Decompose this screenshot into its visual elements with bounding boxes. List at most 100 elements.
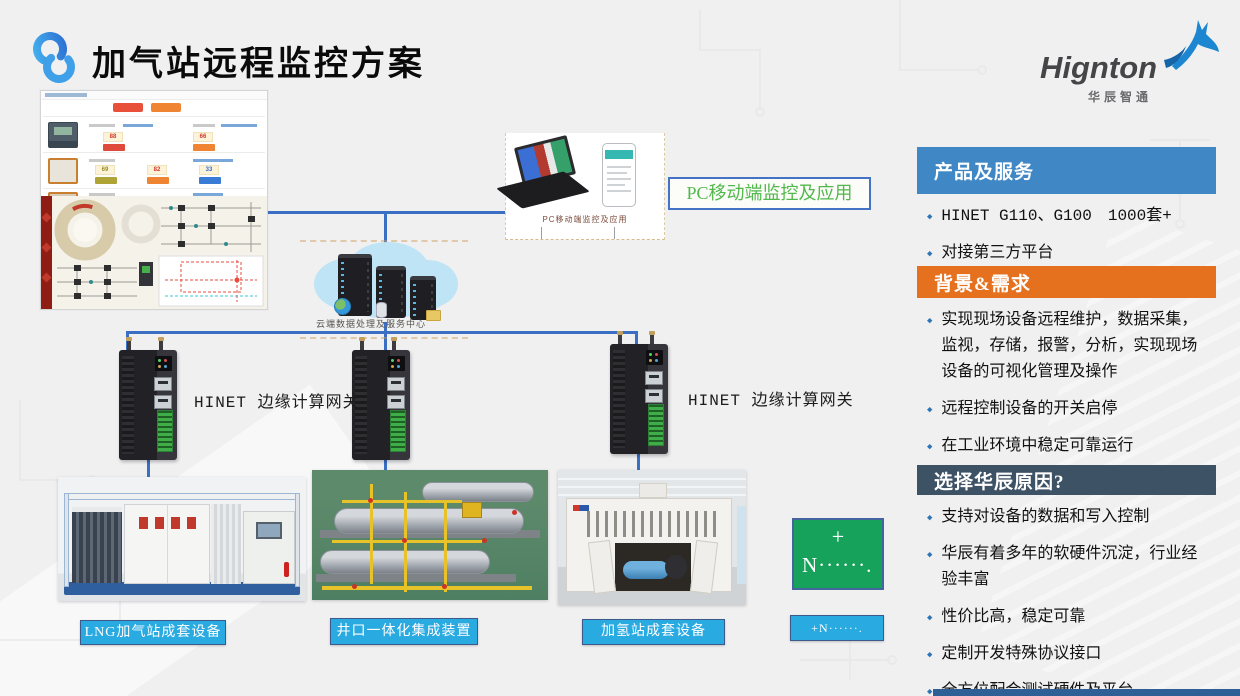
device-thumbnail [48,122,78,148]
line-cloud-to-bus [384,322,387,334]
plus-n-box: + N······. [792,518,884,590]
terminal-block [648,404,664,446]
plus-sign: + [831,524,845,549]
bullet-item: ◆ 华辰有着多年的软硬件沉淀，行业经验丰富 [927,542,1212,594]
device-thumbnail [48,158,78,184]
diamond-bullet-icon: ◆ [927,316,933,326]
diamond-bullet-icon: ◆ [927,212,933,222]
company-logo-icon [33,32,75,83]
line-dashboard-to-pc [268,211,508,214]
diamond-bullet-icon: ◆ [927,612,933,623]
cloud-caption: 云端数据处理及服务中心 [316,319,427,329]
bullet-item: ◆ 支持对设备的数据和写入控制 [927,505,1212,531]
cloud-datacenter: 云端数据处理及服务中心 [312,240,460,329]
section-products: 产品及服务 ◆ HINET G110、G100 1000套+ ◆ 对接第三方平台 [917,147,1216,278]
phone-icon [602,143,636,207]
equipment-logo [573,505,589,511]
terminal-block [157,410,173,452]
scada-screen [41,196,267,309]
diamond-bullet-icon: ◆ [927,513,933,523]
section-title: 选择华辰原因? [934,471,1065,493]
screenshot-dashed-artifact-bottom [300,337,468,339]
database-icon [376,302,387,318]
bullet-text: 华辰有着多年的软硬件沉淀，行业经验丰富 [941,544,1198,589]
brand-name: Hignton [1040,50,1158,85]
line-bus-to-gateway2 [384,331,387,353]
status-badge: 33 [199,165,219,175]
line-gateway3-to-photo [637,452,640,471]
terminal-block [390,410,406,452]
section-header-products: 产品及服务 [917,147,1216,194]
control-box [462,502,482,518]
line-gateway-bus [126,331,638,334]
equipment-label-wellhead: 井口一体化集成装置 [330,618,478,645]
bullet-text: 支持对设备的数据和写入控制 [941,508,1150,526]
diamond-bullet-icon: ◆ [927,248,933,259]
bullet-text: 性价比高，稳定可靠 [941,607,1086,626]
section-title: 产品及服务 [934,162,1035,183]
brand-subtitle: 华辰智通 [1088,90,1153,104]
compressor [623,561,669,579]
bullet-text: HINET G110、G100 1000套+ [941,207,1172,225]
diamond-bullet-icon: ◆ [927,404,933,415]
wellhead-skid-photo [312,470,548,600]
gateway-device-2 [352,337,410,460]
diamond-bullet-icon: ◆ [927,649,933,660]
section-title: 背景&需求 [934,273,1031,295]
bullet-text: 远程控制设备的开关启停 [941,399,1118,418]
bullet-item: ◆ 实现现场设备远程维护，数据采集，监视，存储，报警，分析，实现现场设备的可视化… [927,308,1212,386]
line-gateway2-to-photo [384,458,387,471]
bullet-item: ◆ 远程控制设备的开关启停 [927,397,1212,423]
equipment-label-lng: LNG加气站成套设备 [80,620,226,645]
hydrogen-station-photo [558,470,746,605]
antelope-icon [1164,20,1219,70]
status-badge: 82 [147,165,167,175]
bullet-text: 对接第三方平台 [941,243,1054,262]
screenshot-dashed-artifact-top [300,240,468,242]
bullet-text: 实现现场设备远程维护，数据采集，监视，存储，报警，分析，实现现场设备的可视化管理… [941,311,1198,381]
dashboard-titlebar [41,91,267,100]
lng-station-photo [58,477,306,601]
device-row: 69 82 33 [43,152,265,188]
diamond-bullet-icon: ◆ [927,441,933,452]
line-gateway1-to-photo [147,458,150,478]
diamond-bullet-icon: ◆ [927,686,933,696]
section-header-background: 背景&需求 [917,266,1216,298]
bullet-item: ◆ 对接第三方平台 [927,241,1212,267]
laptop-base [496,171,590,209]
server-tower [338,254,372,316]
equipment-label-plus-n: +N······. [790,615,884,641]
gateway-label-right: HINET 边缘计算网关 [688,392,854,410]
page-title: 加气站远程监控方案 [92,46,425,83]
n-ellipsis: N······. [802,553,873,577]
bullet-item: ◆ 在工业环境中稳定可靠运行 [927,434,1212,460]
device-list-view: 88 66 69 82 33 [41,91,267,196]
device-row: 88 66 [43,116,265,152]
equipment-label-hydrogen: 加氢站成套设备 [582,619,725,645]
status-badge: 69 [95,165,115,175]
bullet-item: ◆ 定制开发特殊协议接口 [927,642,1212,668]
bullet-item: ◆ 性价比高，稳定可靠 [927,605,1212,631]
dashboard-breadcrumb [45,93,87,97]
bullet-item: ◆ HINET G110、G100 1000套+ [927,204,1212,230]
gateway-label-left: HINET 边缘计算网关 [194,394,360,412]
dashboard-red-button [113,103,143,112]
pc-mobile-label: PC移动端监控及应用 [668,177,871,210]
pc-image-caption: PC移动端监控及应用 [542,215,628,224]
globe-icon [334,298,351,315]
monitoring-platform-screenshot: 88 66 69 82 33 [40,90,268,310]
gateway-device-1 [119,337,177,460]
pc-mobile-screenshot: PC移动端监控及应用 [496,133,665,240]
device-row [43,188,265,196]
brand-logo: Hignton 华辰智通 [1032,14,1222,106]
dashboard-orange-button [151,103,181,112]
footer-accent-bar [933,689,1240,696]
line-bus-to-gateway3 [635,331,638,347]
status-badge: 88 [103,132,123,142]
bullet-text: 定制开发特殊协议接口 [941,644,1102,663]
line-down-to-cloud [384,211,387,244]
status-badge: 66 [193,132,213,142]
folder-icon [426,310,441,321]
gateway-device-3 [610,331,668,454]
